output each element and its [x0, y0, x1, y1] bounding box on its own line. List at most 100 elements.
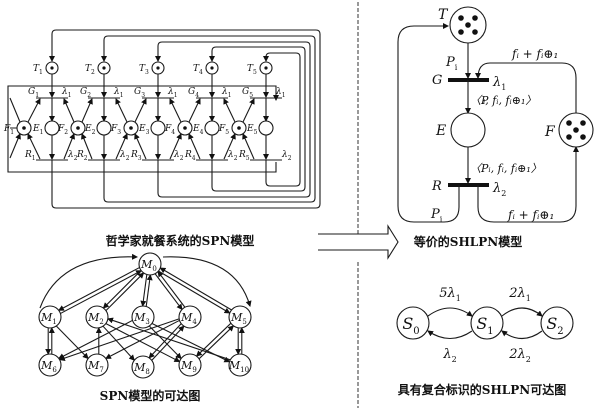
state-S0 [396, 306, 430, 340]
token-T-4 [458, 29, 464, 35]
arc-R-F1 [27, 133, 41, 160]
wrap-bottom [7, 136, 277, 173]
node-label-M2: M2 [87, 311, 104, 326]
label-arc-f-bottom: fᵢ + fᵢ⊕₁ [507, 208, 554, 222]
arc-F-Gleft3 [115, 98, 128, 123]
node-label-M9: M9 [180, 359, 197, 374]
feedback-arc-4 [209, 46, 306, 192]
state-label-S0: S0 [402, 314, 419, 337]
arc-F-G4 [188, 98, 201, 123]
edge-M9-M5 [198, 325, 235, 360]
edge-M3-M6 [58, 319, 133, 359]
arc-Rleft-F3 [115, 133, 128, 160]
edge-S0-S1 [427, 307, 473, 317]
arc-F-G2 [81, 98, 93, 123]
node-M1 [38, 305, 62, 329]
token-F-2 [580, 120, 586, 126]
rate-label-S0-S1: 5λ1 [439, 286, 461, 303]
place-E4 [204, 120, 220, 136]
edge-M0-M4 [154, 273, 183, 311]
shlpn-model-caption: 等价的SHLPN模型 [413, 234, 522, 249]
place-E5 [258, 120, 274, 136]
feedback-arc-5 [263, 52, 301, 187]
label-T3: T3 [139, 64, 149, 76]
label-lambda2-1: λ2 [67, 150, 78, 162]
label-tuple-bottom: 〈Pᵢ, fᵢ, fᵢ⊕₁〉 [470, 162, 542, 175]
node-label-M4: M4 [180, 311, 197, 326]
rate-label-S2-S1: 2λ2 [508, 347, 531, 364]
node-label-M10: M10 [228, 359, 249, 374]
arc-R-F5 [242, 133, 255, 160]
rate-label-S1-S0: λ2 [442, 347, 456, 364]
transform-arrow [318, 224, 399, 260]
node-M7 [85, 353, 109, 377]
label-T5: T5 [247, 64, 257, 76]
edge-M4-M6 [58, 318, 180, 361]
label-R3: R3 [130, 150, 142, 162]
arc-R-F2 [81, 133, 93, 160]
edge-M8-M4 [151, 325, 185, 361]
label-E4: E4 [192, 124, 204, 136]
edge-M4-M7 [105, 319, 180, 359]
label-G2: G2 [80, 87, 91, 99]
label-E3: E3 [138, 124, 150, 136]
edge-M5-M0 [159, 267, 232, 311]
label-lambda1-4: λ1 [221, 87, 232, 99]
arc-Rleft-F4 [169, 133, 182, 160]
edge-M1-M7 [56, 325, 89, 360]
label-E: E [435, 123, 446, 139]
label-F: F [544, 124, 556, 140]
node-label-M1: M1 [40, 311, 57, 326]
shlpn-reachability-caption: 具有复合标识的SHLPN可达图 [398, 382, 566, 397]
edge-M3-M9 [149, 325, 182, 360]
arc-F1-wrap-top [9, 97, 21, 123]
label-G5: G5 [242, 87, 253, 99]
token-T2 [102, 66, 106, 70]
label-G: G [432, 73, 442, 88]
token-T4 [210, 66, 214, 70]
label-lambda1-3: λ1 [167, 87, 178, 99]
edge-M0-M3 [140, 274, 148, 307]
arc-R-T [397, 23, 460, 223]
edge-M0-M5 [158, 270, 231, 314]
edge-M2-M9 [105, 323, 181, 363]
token-F2 [76, 126, 80, 130]
node-label-M7: M7 [87, 359, 104, 374]
label-E2: E2 [84, 124, 96, 136]
token-T-1 [458, 15, 464, 21]
node-M6 [38, 353, 62, 377]
edge-M0-M1 [57, 267, 140, 311]
label-tuple-top: 〈P [470, 94, 489, 107]
label-F5: F5 [218, 124, 229, 136]
rate-label-S1-S2: 2λ1 [508, 286, 531, 303]
token-T3 [156, 66, 160, 70]
spn-model-caption: 哲学家就餐系统的SPN模型 [106, 233, 255, 248]
place-E [450, 112, 486, 148]
place-E2 [96, 120, 112, 136]
label-arc-f-top: fᵢ + fᵢ⊕₁ [511, 47, 558, 61]
arc-R-F3 [134, 133, 147, 160]
node-label-M8: M8 [133, 361, 150, 376]
place-E1 [44, 120, 60, 136]
token-T5 [264, 66, 268, 70]
arc-F-Gleft5 [223, 98, 236, 123]
edge-M0-M2 [102, 270, 142, 309]
label-R: R [431, 179, 442, 194]
feedback-arc-3 [155, 41, 311, 198]
state-S2 [540, 306, 574, 340]
label-lambda2-3: λ2 [173, 150, 184, 162]
node-label-M3: M3 [133, 311, 150, 326]
edge-M1-M0 [60, 270, 143, 314]
token-F1 [22, 126, 26, 130]
token-T-5 [472, 29, 478, 35]
label-lambda2: λ2 [492, 181, 506, 198]
label-arc-Pi-bottom: Pi [430, 207, 443, 224]
edge-S1-S0 [427, 330, 473, 340]
arc-F-G5 [242, 98, 255, 123]
label-lambda1-2: λ1 [113, 87, 124, 99]
edge-M2-M0 [105, 272, 145, 311]
label-F1: F1 [3, 124, 14, 136]
